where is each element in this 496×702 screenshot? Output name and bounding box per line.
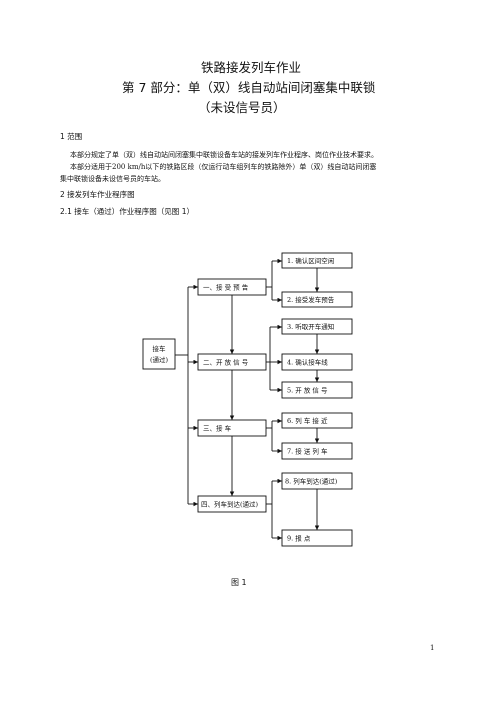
step-box-9 xyxy=(281,529,353,547)
doc-title: 铁路接发列车作业 xyxy=(201,60,302,75)
step-label-9: 9. 报 点 xyxy=(287,534,311,543)
figure-caption: 图 1 xyxy=(231,578,247,587)
root-label-line-2: (通过) xyxy=(150,355,169,364)
section-1-paragraph-1: 本部分规定了单（双）线自动站间闭塞集中联锁设备车站的接发列车作业程序、岗位作业技… xyxy=(70,151,378,159)
step-label-2: 2. 接受发车预告 xyxy=(287,295,335,304)
step-box-3 xyxy=(281,318,353,335)
step-box-1 xyxy=(281,252,353,269)
stage-label-4: 四、列车到达(通过) xyxy=(201,500,259,509)
step-label-5: 5. 开 放 信 号 xyxy=(287,386,328,395)
section-1-paragraph-2-line-1: 本部分适用于200 km/h以下的铁路区段（仅运行动车组列车的铁路除外）单（双）… xyxy=(70,163,377,171)
root-label-line-1: 接车 xyxy=(153,344,167,353)
step-label-4: 4. 确认接车线 xyxy=(287,358,328,367)
page-number: 1 xyxy=(430,644,435,652)
doc-subtitle-note: （未设信号员） xyxy=(198,100,286,115)
stage-box-3 xyxy=(197,419,267,437)
step-box-5 xyxy=(281,381,353,399)
step-label-3: 3. 听取开车通知 xyxy=(287,322,334,331)
step-label-1: 1. 确认区间空闲 xyxy=(287,256,334,265)
section-1-paragraph-2-line-2: 集中联锁设备未设信号员的车站。 xyxy=(60,175,165,183)
step-box-6 xyxy=(281,412,353,429)
section-2-heading: 2 接发列车作业程序图 xyxy=(60,190,135,199)
step-box-7 xyxy=(281,442,353,460)
step-box-2 xyxy=(281,291,353,308)
stage-label-2: 二、开 放 信 号 xyxy=(203,358,249,367)
stage-box-1 xyxy=(197,278,267,296)
stage-box-4 xyxy=(197,495,267,513)
stage-label-3: 三、接 车 xyxy=(203,424,232,433)
stage-label-1: 一、接 受 预 告 xyxy=(203,283,249,292)
step-box-8 xyxy=(281,472,353,490)
section-2-1-heading: 2.1 接车（通过）作业程序图（见图 1） xyxy=(60,207,194,216)
root-box xyxy=(142,338,176,370)
step-label-6: 6. 列 车 接 近 xyxy=(287,416,328,425)
step-label-7: 7. 接 送 列 车 xyxy=(287,447,328,456)
stage-box-2 xyxy=(197,353,267,371)
doc-subtitle: 第 7 部分：单（双）线自动站间闭塞集中联锁 xyxy=(122,80,376,95)
section-1-heading: 1 范围 xyxy=(60,132,83,141)
step-label-8: 8. 列车到达(通过) xyxy=(285,477,338,486)
step-box-4 xyxy=(281,353,353,371)
